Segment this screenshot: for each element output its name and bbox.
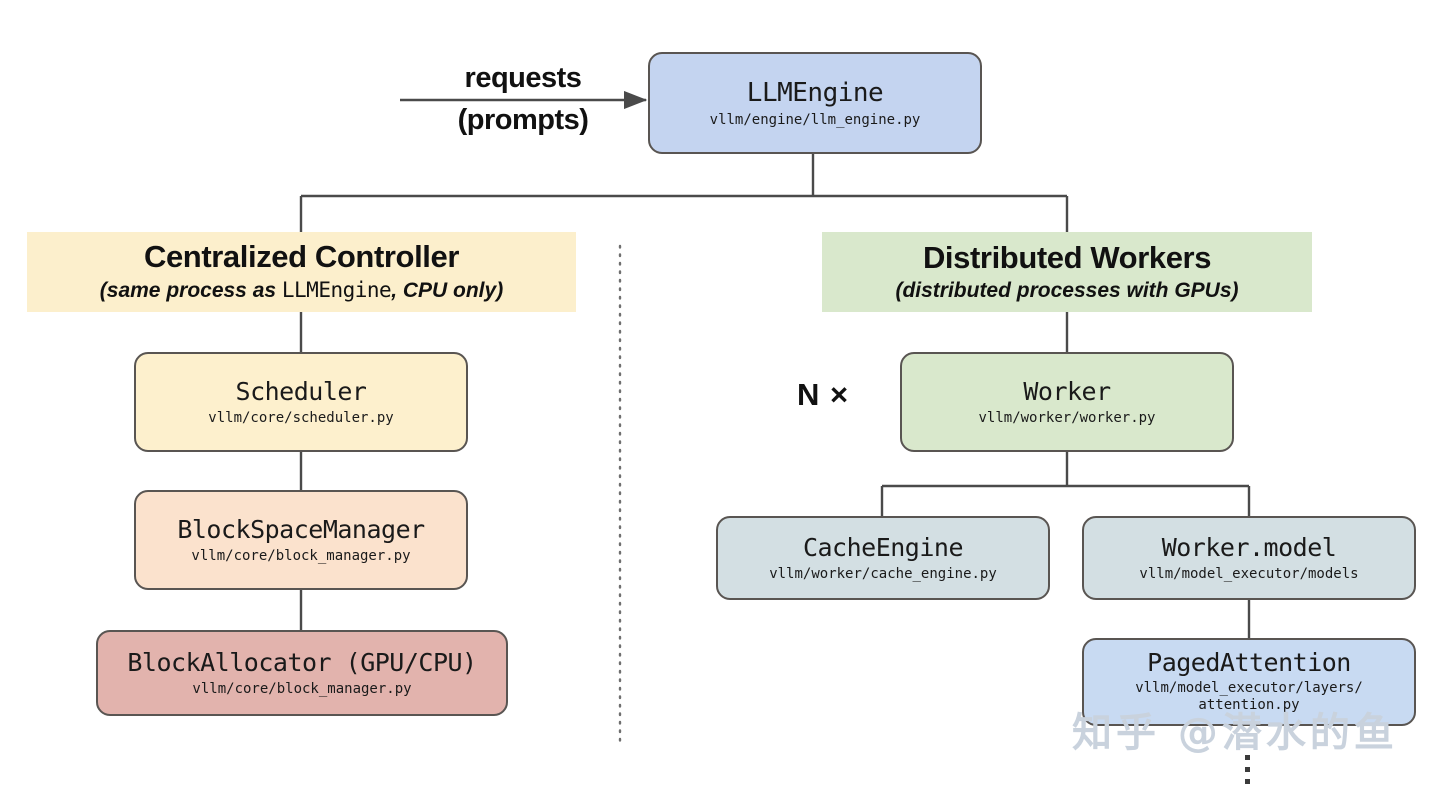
edge-engine-to-sections	[299, 154, 1069, 232]
section-title-centralized-controller: Centralized Controller	[143, 239, 460, 274]
node-worker-path: vllm/worker/worker.py	[978, 410, 1156, 427]
watermark-text: 知乎 @潜水的鱼	[1072, 710, 1398, 756]
ellipsis-dot	[1245, 779, 1250, 784]
node-block-space-manager[interactable]: BlockSpaceManager vllm/core/block_manage…	[134, 490, 468, 590]
node-cache-engine-path: vllm/worker/cache_engine.py	[769, 566, 997, 583]
node-scheduler[interactable]: Scheduler vllm/core/scheduler.py	[134, 352, 468, 452]
edge-worker-split	[880, 452, 1251, 516]
node-block-space-manager-path: vllm/core/block_manager.py	[191, 548, 411, 565]
node-block-space-manager-title: BlockSpaceManager	[177, 515, 425, 545]
node-cache-engine[interactable]: CacheEngine vllm/worker/cache_engine.py	[716, 516, 1050, 600]
section-title-distributed-workers: Distributed Workers	[922, 239, 1212, 275]
node-cache-engine-title: CacheEngine	[802, 533, 964, 563]
node-paged-attention-title: PagedAttention	[1147, 648, 1351, 678]
node-block-allocator[interactable]: BlockAllocator (GPU/CPU) vllm/core/block…	[96, 630, 508, 716]
node-paged-attention[interactable]: PagedAttention vllm/model_executor/layer…	[1082, 638, 1416, 726]
node-llm-engine-title: LLMEngine	[746, 77, 884, 108]
node-worker-model-title: Worker.model	[1161, 533, 1337, 563]
ellipsis-dot	[1245, 755, 1250, 760]
ellipsis-dot	[1245, 767, 1250, 772]
subtitle-part-pre: (same process as	[99, 279, 282, 302]
vertical-ellipsis-icon	[1245, 755, 1250, 784]
node-worker[interactable]: Worker vllm/worker/worker.py	[900, 352, 1234, 452]
node-block-allocator-title: BlockAllocator (GPU/CPU)	[127, 648, 477, 678]
node-paged-attention-path-line2: attention.py	[1198, 697, 1300, 713]
node-scheduler-title: Scheduler	[235, 377, 367, 407]
section-subtitle-centralized-controller: (same process as LLMEngine, CPU only)	[100, 278, 503, 303]
node-worker-model[interactable]: Worker.model vllm/model_executor/models	[1082, 516, 1416, 600]
node-worker-model-path: vllm/model_executor/models	[1139, 566, 1359, 583]
node-scheduler-path: vllm/core/scheduler.py	[208, 410, 394, 427]
subtitle-part-post: , CPU only)	[391, 279, 504, 302]
requests-label-line1: requests	[464, 62, 582, 94]
section-header-centralized-controller: Centralized Controller (same process as …	[27, 232, 576, 312]
worker-multiplier-label: N ×	[797, 377, 850, 412]
node-worker-title: Worker	[1023, 377, 1111, 407]
node-llm-engine-path: vllm/engine/llm_engine.py	[709, 111, 921, 128]
node-paged-attention-path: vllm/model_executor/layers/	[1135, 680, 1363, 697]
section-header-distributed-workers: Distributed Workers (distributed process…	[822, 232, 1312, 312]
requests-label-line2: (prompts)	[457, 104, 589, 136]
section-subtitle-distributed-workers: (distributed processes with GPUs)	[895, 278, 1239, 302]
subtitle-part-mono: LLMEngine	[281, 278, 392, 302]
node-block-allocator-path: vllm/core/block_manager.py	[192, 681, 412, 698]
node-llm-engine[interactable]: LLMEngine vllm/engine/llm_engine.py	[648, 52, 982, 154]
